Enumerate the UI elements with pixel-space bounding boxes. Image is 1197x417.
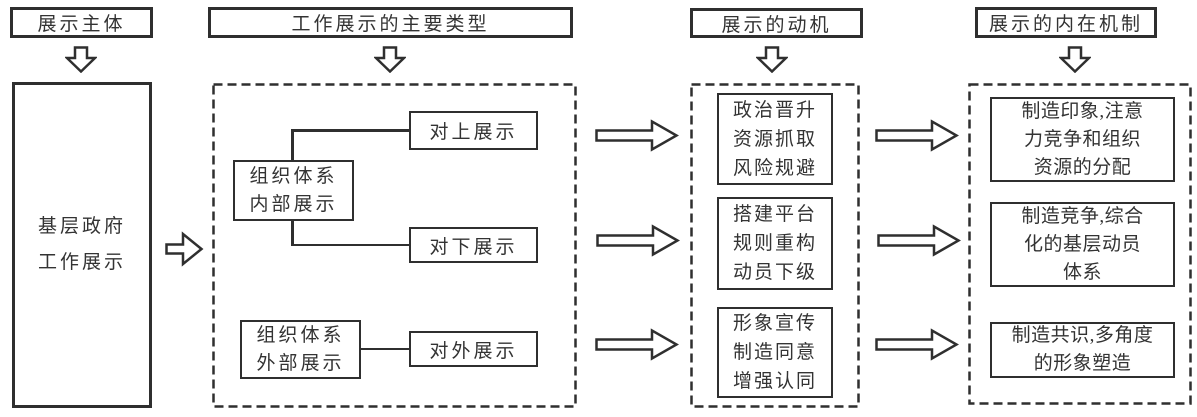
connector-line: [291, 221, 294, 245]
upward-display-box: 对上展示: [409, 111, 538, 150]
internal-display-box: 组织体系 内部展示: [233, 160, 354, 221]
right-arrow-icon: [877, 224, 961, 257]
types-group-border: [212, 83, 577, 408]
connector-line: [291, 129, 294, 161]
header-display-subject: 展示主体: [10, 7, 153, 38]
right-arrow-icon: [875, 328, 959, 361]
down-arrow-icon: [756, 46, 788, 73]
header-display-motives: 展示的动机: [690, 8, 863, 38]
subject-box: 基层政府 工作展示: [12, 82, 152, 408]
right-arrow-icon: [165, 231, 204, 267]
mechanisms-group-border: [968, 83, 1192, 405]
connector-line: [360, 347, 410, 350]
motives-group-border: [690, 83, 860, 408]
header-display-mechanisms: 展示的内在机制: [975, 7, 1157, 38]
motive-box-image: 形象宣传 制造同意 增强认同: [717, 307, 833, 398]
mechanism-box-impression: 制造印象,注意 力竞争和组织 资源的分配: [990, 97, 1175, 182]
mechanism-box-competition: 制造竞争,综合 化的基层动员 体系: [990, 202, 1175, 287]
right-arrow-icon: [595, 328, 679, 361]
right-arrow-icon: [875, 119, 959, 152]
mechanism-box-consensus: 制造共识,多角度 的形象塑造: [990, 322, 1175, 378]
outward-display-box: 对外展示: [409, 331, 538, 367]
connector-line: [291, 129, 411, 132]
right-arrow-icon: [596, 224, 680, 257]
motive-box-promotion: 政治晋升 资源抓取 风险规避: [717, 93, 833, 185]
down-arrow-icon: [65, 46, 97, 73]
down-arrow-icon: [1059, 46, 1091, 73]
connector-line: [291, 243, 411, 246]
down-arrow-icon: [374, 46, 406, 73]
motive-box-platform: 搭建平台 规则重构 动员下级: [717, 197, 833, 290]
downward-display-box: 对下展示: [409, 227, 538, 263]
external-display-box: 组织体系 外部展示: [240, 320, 361, 379]
header-display-types: 工作展示的主要类型: [208, 7, 573, 38]
right-arrow-icon: [595, 119, 679, 152]
